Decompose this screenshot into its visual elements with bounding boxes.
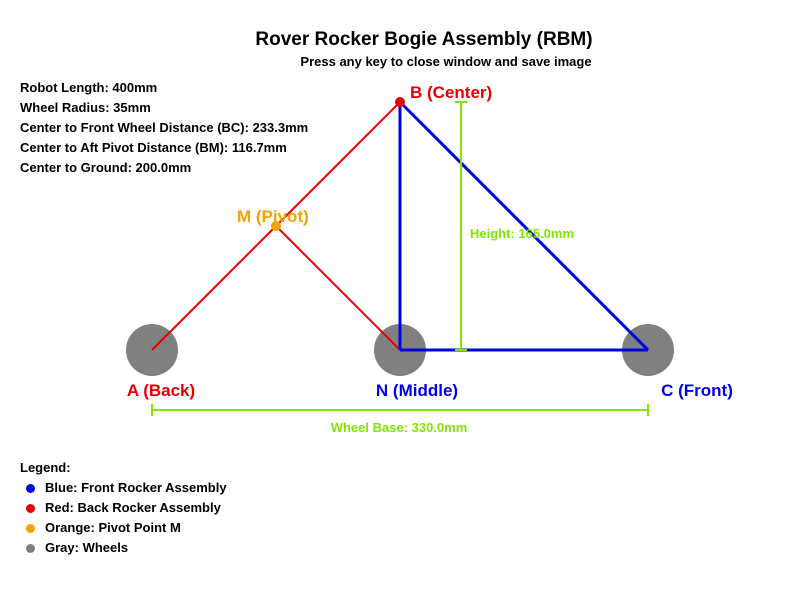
legend-dot-blue	[26, 484, 35, 493]
rocker-ma	[151, 225, 277, 351]
info-center-to-ground: Center to Ground: 200.0mm	[20, 160, 192, 175]
label-point-a: A (Back)	[127, 381, 195, 400]
info-bc-distance: Center to Front Wheel Distance (BC): 233…	[20, 120, 309, 135]
label-point-m: M (Pivot)	[237, 207, 309, 226]
info-wheel-radius: Wheel Radius: 35mm	[20, 100, 151, 115]
diagram-title: Rover Rocker Bogie Assembly (RBM)	[255, 29, 593, 50]
legend-item-pivot: Orange: Pivot Point M	[20, 518, 227, 538]
legend-heading: Legend:	[20, 460, 71, 475]
legend-label-back-rocker: Red: Back Rocker Assembly	[45, 500, 221, 515]
label-point-n: N (Middle)	[376, 381, 458, 400]
info-robot-length: Robot Length: 400mm	[20, 80, 158, 95]
diagram-subtitle: Press any key to close window and save i…	[300, 54, 592, 69]
rocker-bm	[275, 101, 401, 227]
info-panel: Robot Length: 400mm Wheel Radius: 35mm C…	[20, 78, 308, 178]
legend: Legend: Blue: Front Rocker Assembly Red:…	[20, 458, 227, 558]
point-b-marker	[395, 97, 405, 107]
legend-item-front-rocker: Blue: Front Rocker Assembly	[20, 478, 227, 498]
legend-dot-orange	[26, 524, 35, 533]
info-bm-distance: Center to Aft Pivot Distance (BM): 116.7…	[20, 140, 287, 155]
legend-dot-gray	[26, 544, 35, 553]
legend-label-wheels: Gray: Wheels	[45, 540, 129, 555]
label-point-c: C (Front)	[661, 381, 733, 400]
rocker-mn	[275, 225, 401, 351]
wheel-base-label: Wheel Base: 330.0mm	[331, 420, 468, 435]
legend-dot-red	[26, 504, 35, 513]
point-m-marker	[271, 221, 281, 231]
label-point-b: B (Center)	[410, 83, 492, 102]
legend-label-front-rocker: Blue: Front Rocker Assembly	[45, 480, 227, 495]
legend-item-back-rocker: Red: Back Rocker Assembly	[20, 498, 227, 518]
legend-label-pivot: Orange: Pivot Point M	[45, 520, 181, 535]
height-dimension-label: Height: 165.0mm	[470, 226, 574, 241]
rocker-bc	[398, 100, 650, 352]
legend-item-wheels: Gray: Wheels	[20, 538, 227, 558]
